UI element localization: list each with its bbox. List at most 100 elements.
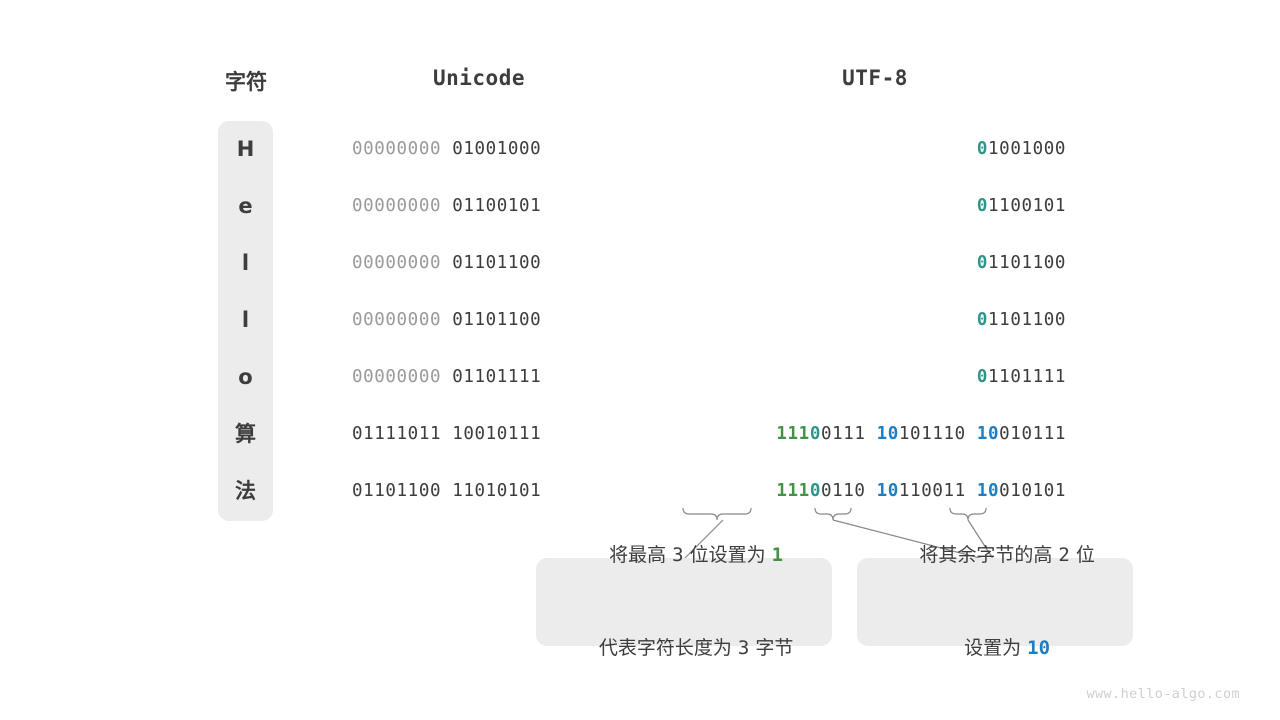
utf8-byte-payload: 1101111 (988, 367, 1066, 387)
byte-separator (441, 424, 452, 444)
cell-unicode: 00000000 01101100 (352, 292, 606, 349)
note1-line1-text-b: 位设置为 (683, 544, 772, 566)
byte-separator (966, 424, 977, 444)
utf8-byte-prefix-terminator: 0 (809, 481, 821, 501)
note2-line1: 将其余字节的高 2 位 (895, 509, 1095, 602)
cell-unicode: 01111011 10010111 (352, 406, 606, 463)
utf8-byte-prefix: 0 (976, 367, 989, 387)
utf8-byte: 11100111 (776, 424, 865, 444)
note-box-leading-bits: 将最高 3 位设置为 1 代表字符长度为 3 字节 (536, 544, 832, 659)
cell-utf8: 11100111 10101110 10010111 (600, 406, 1066, 463)
utf8-byte-prefix: 10 (976, 424, 1000, 444)
cell-unicode: 00000000 01101111 (352, 349, 606, 406)
cell-character: e (238, 194, 253, 218)
utf8-byte-prefix: 0 (976, 196, 989, 216)
note2-line2-highlight: 10 (1027, 637, 1051, 659)
cell-unicode: 00000000 01001000 (352, 121, 606, 178)
cell-character: H (236, 137, 255, 161)
unicode-high-byte: 00000000 (352, 253, 442, 273)
cell-unicode: 00000000 01100101 (352, 178, 606, 235)
note2-line1-text-a: 将其余字节的高 (919, 544, 1059, 566)
utf8-byte: 01101111 (977, 367, 1066, 387)
note1-line1-highlight: 1 (771, 544, 784, 566)
note1-line1-text-a: 将最高 (609, 544, 673, 566)
utf8-byte-payload: 110011 (898, 481, 966, 501)
table-header: 字符 Unicode UTF-8 (0, 66, 1280, 100)
cell-unicode: 01101100 11010101 (352, 463, 606, 520)
byte-separator (866, 424, 877, 444)
unicode-high-byte: 00000000 (352, 139, 442, 159)
utf8-byte: 10010111 (977, 424, 1066, 444)
unicode-high-byte: 00000000 (352, 196, 442, 216)
utf8-byte-prefix: 0 (976, 139, 989, 159)
cell-utf8: 01100101 (600, 178, 1066, 235)
utf8-byte-payload: 1101100 (988, 253, 1066, 273)
utf8-byte-payload: 1100101 (988, 196, 1066, 216)
cell-character: l (241, 308, 250, 332)
byte-separator (441, 139, 452, 159)
cell-character: 法 (235, 479, 256, 503)
cell-utf8: 01101100 (600, 235, 1066, 292)
note1-line1: 将最高 3 位设置为 1 (585, 509, 783, 602)
byte-separator (866, 481, 877, 501)
cell-utf8: 11100110 10110011 10010101 (600, 463, 1066, 520)
cell-utf8: 01101100 (600, 292, 1066, 349)
utf8-byte-payload: 0111 (820, 424, 866, 444)
column-header-utf8: UTF-8 (842, 66, 908, 90)
byte-separator (966, 481, 977, 501)
cell-utf8: 01101111 (600, 349, 1066, 406)
unicode-low-byte: 01101100 (452, 253, 542, 273)
column-header-unicode: Unicode (432, 66, 525, 90)
utf8-byte: 11100110 (776, 481, 865, 501)
unicode-low-byte: 01101111 (452, 367, 542, 387)
unicode-low-byte: 01100101 (452, 196, 542, 216)
utf8-byte: 10101110 (877, 424, 966, 444)
cell-character: o (238, 365, 253, 389)
unicode-low-byte: 11010101 (452, 481, 542, 501)
utf8-byte-prefix: 111 (776, 424, 810, 444)
note1-line2-text-b: 字节 (749, 637, 794, 659)
utf8-byte-payload: 1101100 (988, 310, 1066, 330)
utf8-byte-prefix: 0 (976, 253, 989, 273)
unicode-high-byte: 00000000 (352, 367, 442, 387)
byte-separator (441, 196, 452, 216)
character-column-strip (218, 121, 273, 521)
cell-character: l (241, 251, 250, 275)
byte-separator (441, 367, 452, 387)
watermark: www.hello-algo.com (1086, 686, 1240, 702)
unicode-high-byte: 01101100 (352, 481, 442, 501)
utf8-byte-payload: 010111 (999, 424, 1066, 444)
utf8-byte: 10110011 (877, 481, 966, 501)
note2-line1-text-b: 位 (1069, 544, 1095, 566)
unicode-low-byte: 01001000 (452, 139, 542, 159)
unicode-low-byte: 01101100 (452, 310, 542, 330)
column-header-char: 字符 (225, 70, 267, 94)
utf8-byte-payload: 0110 (820, 481, 866, 501)
note2-line1-number: 2 (1058, 544, 1070, 566)
note2-line2-text-a: 设置为 (964, 637, 1028, 659)
note1-line2-number: 3 (737, 637, 750, 659)
utf8-byte-prefix: 0 (976, 310, 989, 330)
utf8-byte: 01100101 (977, 196, 1066, 216)
utf8-byte-prefix: 10 (876, 481, 899, 501)
byte-separator (441, 310, 452, 330)
utf8-byte-prefix-terminator: 0 (809, 424, 821, 444)
cell-character: 算 (235, 422, 256, 446)
utf8-byte: 01101100 (977, 253, 1066, 273)
byte-separator (441, 253, 452, 273)
note1-line1-number: 3 (672, 544, 684, 566)
utf8-byte-prefix: 111 (776, 481, 810, 501)
cell-unicode: 00000000 01101100 (352, 235, 606, 292)
unicode-low-byte: 10010111 (452, 424, 542, 444)
cell-utf8: 01001000 (600, 121, 1066, 178)
utf8-byte-prefix: 10 (976, 481, 1000, 501)
unicode-high-byte: 00000000 (352, 310, 442, 330)
